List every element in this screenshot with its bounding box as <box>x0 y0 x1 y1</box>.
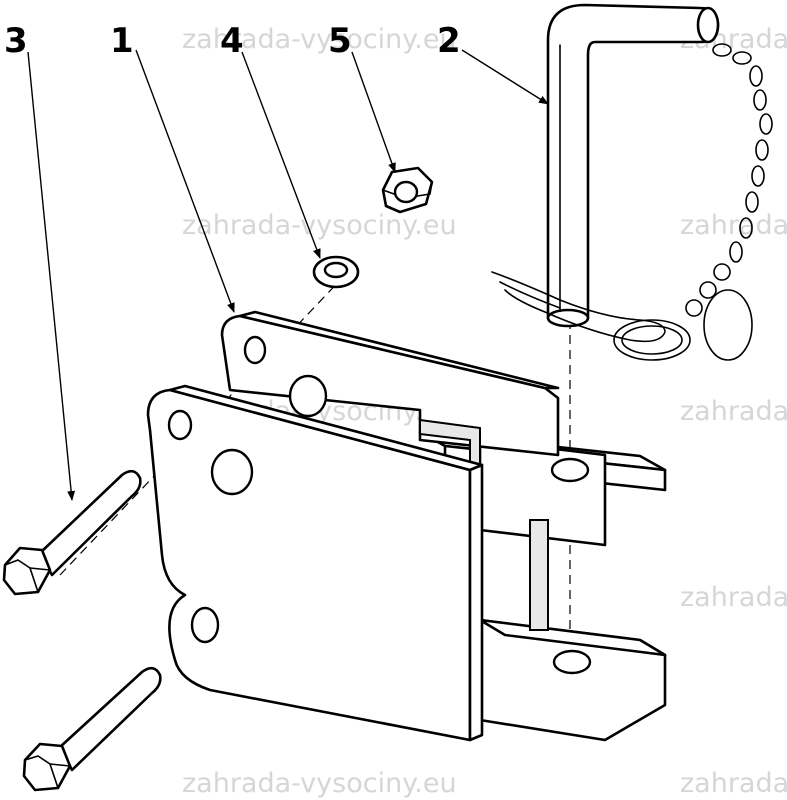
leader-lines <box>27 49 549 501</box>
hitch-pin <box>491 3 773 361</box>
callout-3: 3 <box>4 21 28 61</box>
watermark-text: zahrada-vysociny.eu <box>182 768 457 799</box>
tongue-hole <box>552 649 592 675</box>
callout-1: 1 <box>110 21 134 61</box>
bolt-hole <box>190 606 220 644</box>
watermark-text: zahrada-vysociny.eu <box>680 768 787 799</box>
clip-ring <box>613 319 691 361</box>
watermark-text: zahrada-vysociny.eu <box>182 210 457 241</box>
chain <box>685 43 773 317</box>
callout-4: 4 <box>220 21 244 61</box>
bolt-hole <box>243 335 267 365</box>
lower-tongue <box>478 618 667 742</box>
watermark-text: zahrada-vysociny.eu <box>680 396 787 427</box>
pin-end <box>696 6 720 44</box>
front-plate <box>146 384 484 742</box>
hitch-bracket <box>146 310 667 742</box>
chain-ring <box>703 289 753 361</box>
bolt-hole <box>167 409 193 441</box>
bolt-hole <box>210 448 254 496</box>
spacer-post <box>529 519 549 631</box>
bolt-lower <box>22 666 162 792</box>
callout-2: 2 <box>437 21 461 61</box>
watermark-text: zahrada-vysociny.eu <box>182 24 457 55</box>
hex-nut <box>381 166 434 214</box>
callout-5: 5 <box>328 21 352 61</box>
bolt-upper <box>2 469 142 596</box>
tongue-hole <box>550 457 590 483</box>
callout-labels: 3 1 4 5 2 <box>4 21 461 61</box>
spring-clip <box>491 271 666 343</box>
watermark-text: zahrada-vysociny.eu <box>680 582 787 613</box>
watermark-text: zahrada-vysociny.eu <box>680 210 787 241</box>
bolt-hole <box>288 374 328 418</box>
washer <box>312 255 360 289</box>
